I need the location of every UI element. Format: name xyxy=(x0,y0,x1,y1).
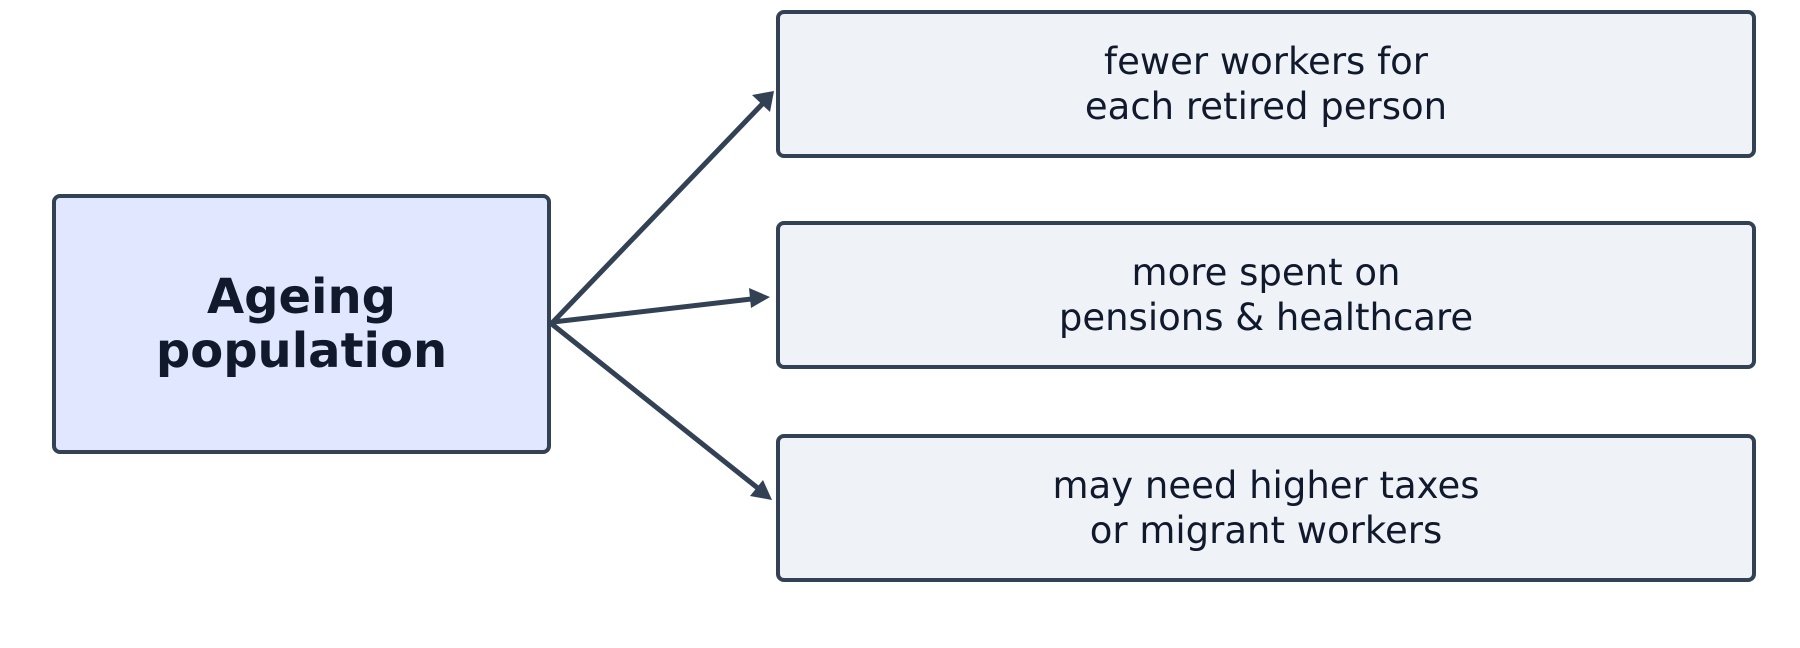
arrowhead-higher-taxes xyxy=(750,480,772,500)
arrowhead-fewer-workers xyxy=(752,91,774,112)
outcome-fewer-workers-node: fewer workers for each retired person xyxy=(776,10,1756,158)
ageing-population-node: Ageing population xyxy=(52,194,551,454)
ageing-population-label: Ageing population xyxy=(155,269,448,379)
arrow-to-higher-taxes xyxy=(550,322,767,496)
outcome-fewer-workers-label: fewer workers for each retired person xyxy=(1084,40,1448,128)
outcome-higher-taxes-label: may need higher taxes or migrant workers xyxy=(1052,464,1480,552)
outcome-more-spent-label: more spent on pensions & healthcare xyxy=(1058,251,1474,339)
outcome-higher-taxes-node: may need higher taxes or migrant workers xyxy=(776,434,1756,582)
outcome-more-spent-node: more spent on pensions & healthcare xyxy=(776,221,1756,369)
arrowhead-more-spent xyxy=(749,288,770,308)
arrow-to-fewer-workers xyxy=(550,93,773,325)
arrow-to-more-spent xyxy=(550,295,763,325)
